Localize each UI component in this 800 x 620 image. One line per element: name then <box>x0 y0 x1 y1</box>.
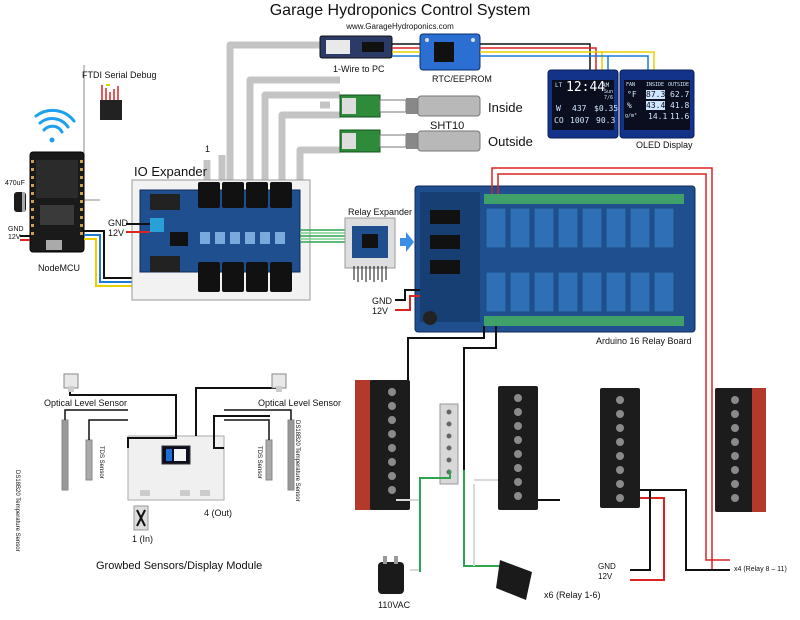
optical-sensor-left <box>63 373 79 392</box>
arduino-board-label: Arduino 16 Relay Board <box>596 336 692 346</box>
bottom-12v-label: 12V <box>598 572 613 581</box>
inside-label: Inside <box>488 100 523 115</box>
oled-left-v1: 437 <box>572 104 587 113</box>
terminal-block-1 <box>355 380 410 510</box>
io-expander-label: IO Expander <box>134 164 207 179</box>
in-connector <box>133 505 149 531</box>
oled-left-ampm: AM <box>602 82 610 89</box>
sht10-outside <box>339 129 481 153</box>
tds-right-label: TDS Sensor <box>256 446 262 479</box>
oled-left-v4: 90.3 <box>596 116 616 125</box>
ac-plug-icon <box>378 556 404 594</box>
oled-right-f: °F <box>627 90 637 99</box>
oled-right-in1: 87.3 <box>646 90 666 99</box>
relay-power-wires <box>395 289 420 311</box>
terminal-block-4 <box>715 388 766 512</box>
rtc-label: RTC/EEPROM <box>432 74 492 84</box>
oled-left-v2: $0.35 <box>594 104 619 113</box>
nodemcu-gnd-label: GND <box>8 226 24 233</box>
in-port-label: 1 (In) <box>132 534 154 544</box>
io-to-relay-expander-wires <box>300 229 345 243</box>
io-12v-label: 12V <box>108 228 125 238</box>
io-power-wires <box>126 223 150 233</box>
capacitor-label: 470uF <box>5 180 25 187</box>
oled-display-label: OLED Display <box>636 140 693 150</box>
temp-left-label: DS18B20 Temperature Sensor <box>14 470 20 552</box>
bottom-gnd-label: GND <box>598 562 616 571</box>
bundle-number-label: 1 <box>205 144 211 154</box>
sht10-inside <box>339 94 481 118</box>
oled-display-left-frame <box>547 69 619 139</box>
optical-sensor-right <box>271 373 287 392</box>
terminal-block-3 <box>600 388 640 508</box>
relay-1-6-label: x6 (Relay 1-6) <box>544 590 601 600</box>
oled-right-inside: INSIDE <box>646 82 665 88</box>
io-gnd-label: GND <box>108 218 128 228</box>
oled-left-time: 12:44 <box>566 80 606 95</box>
vac-label: 110VAC <box>378 600 411 610</box>
oled-right-pct: % <box>627 101 632 110</box>
nodemcu-board <box>29 151 85 253</box>
terminal-block-2 <box>498 386 538 510</box>
gray-cable-bundle <box>203 41 340 190</box>
oled-right-in3: 14.1 <box>648 112 668 121</box>
out-port-label: 4 (Out) <box>204 508 233 518</box>
growbed-module <box>69 380 281 501</box>
optical-left-label: Optical Level Sensor <box>44 398 128 408</box>
bus-bar <box>439 403 459 485</box>
nodemcu-label: NodeMCU <box>38 263 81 273</box>
ac-socket-icon <box>496 560 532 600</box>
page-title: Garage Hydroponics Control System <box>269 2 531 19</box>
oled-right-outside: OUTSIDE <box>668 82 690 88</box>
oled-left-day: Sun <box>604 89 614 95</box>
oled-left-lt: LT <box>555 82 563 89</box>
nodemcu-12v-label: 12V <box>8 234 21 241</box>
relay-gnd-label: GND <box>372 296 392 306</box>
sensor-probes <box>61 409 295 491</box>
oled-right-out3: 11.6 <box>670 112 690 121</box>
sht10-label: SHT10 <box>430 120 465 132</box>
io-expander <box>131 179 311 301</box>
temp-right-label: DS18B20 Temperature Sensor <box>294 420 300 502</box>
growbed-module-label: Growbed Sensors/Display Module <box>96 560 263 572</box>
website-url: www.GarageHydroponics.com <box>346 22 454 31</box>
outside-label: Outside <box>488 134 533 149</box>
oled-left-date: 7/6 <box>604 95 614 101</box>
ftdi-label: FTDI Serial Debug <box>82 70 157 80</box>
oled-left-w: W <box>556 104 561 113</box>
optical-right-label: Optical Level Sensor <box>258 398 342 408</box>
oled-right-gm3: g/m³ <box>625 113 638 119</box>
relay-expander-board <box>344 217 396 282</box>
arduino-relay-board <box>414 185 696 333</box>
onewire-label: 1-Wire to PC <box>333 64 385 74</box>
ftdi-connector <box>83 65 122 201</box>
relay-12v-label: 12V <box>372 306 389 316</box>
oled-right-out2: 41.8 <box>670 101 690 110</box>
ac-wiring <box>396 470 730 581</box>
oled-right-in2: 43.4 <box>646 101 666 110</box>
oled-left-co2: CO <box>554 116 564 125</box>
capacitor <box>14 192 26 212</box>
arrow-icon <box>400 232 414 252</box>
rtc-board <box>419 33 481 71</box>
oled-left-v3: 1007 <box>570 116 590 125</box>
oled-right-out1: 62.7 <box>670 90 690 99</box>
relay-expander-label: Relay Expander <box>348 207 413 217</box>
tds-left-label: TDS Sensor <box>98 446 104 479</box>
signal-wires-top <box>392 43 655 72</box>
relay-8-11-label: x4 (Relay 8 – 11) <box>734 566 787 573</box>
oled-right-fan: FAN <box>626 82 636 88</box>
onewire-board <box>319 35 393 59</box>
wifi-icon <box>34 108 76 143</box>
